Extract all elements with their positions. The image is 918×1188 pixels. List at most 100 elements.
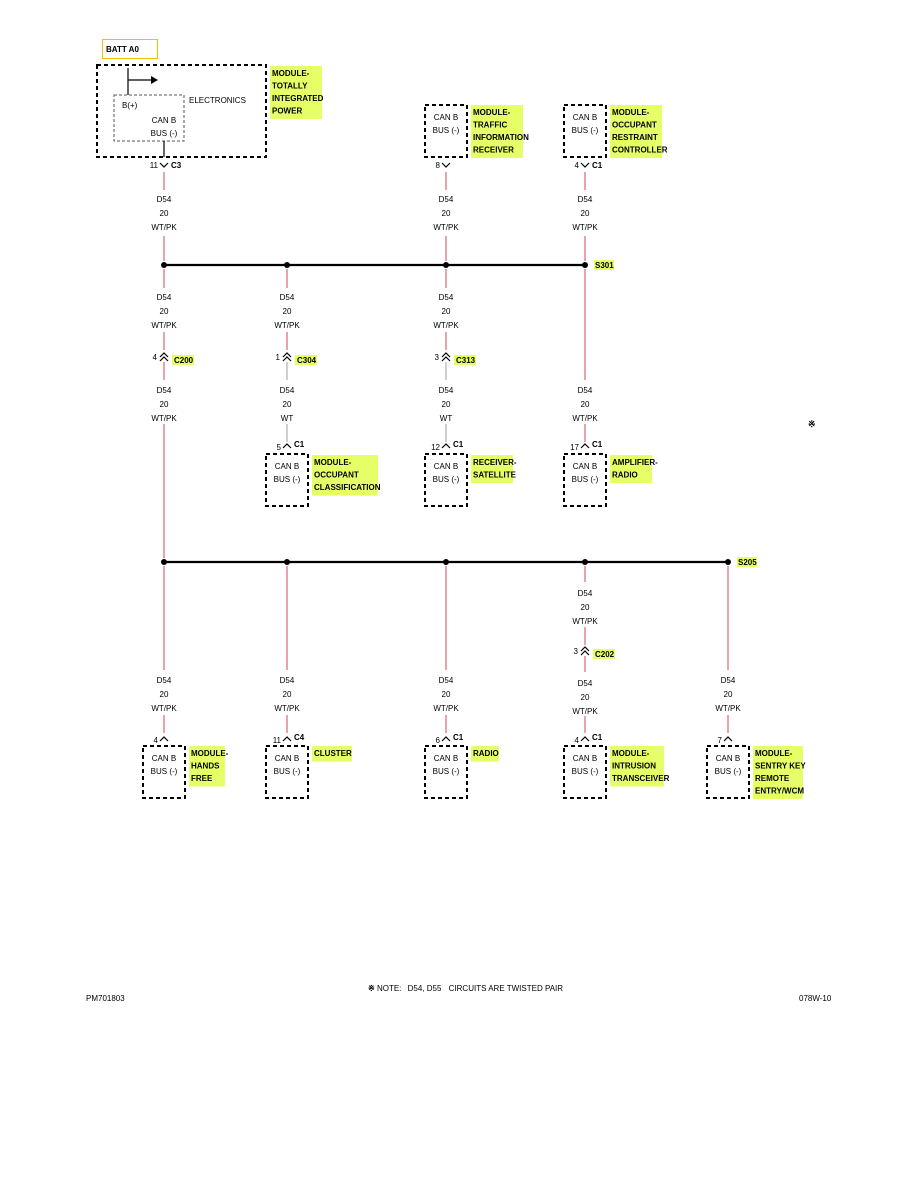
inline-c200-highlight <box>172 355 194 365</box>
top-module-0-name-highlight <box>471 105 523 158</box>
mid-module-2-pin-chevron <box>580 443 590 449</box>
bottom-module-3-name-line: TRANSCEIVER <box>612 774 670 783</box>
inline-c313-name: C313 <box>456 356 476 365</box>
twisted-pair-marker-icon: ※ <box>808 419 816 429</box>
mid-module-2-canb: CAN B <box>573 462 597 471</box>
col1-label-a-circuit: D54 <box>280 293 295 302</box>
tipm-module-box <box>96 64 267 158</box>
bottom-module-3-box <box>563 745 607 799</box>
inline-c200-pin: 4 <box>153 353 158 362</box>
mid-module-2-name-highlight <box>610 455 652 483</box>
lower-col0-label-color: WT/PK <box>151 704 177 713</box>
mid-module-2-pin-connector: C1 <box>592 440 603 449</box>
mid-module-0-pin-chevron <box>282 443 292 449</box>
mid-module-1-name-highlight <box>471 455 513 483</box>
tipm-electronics-label: ELECTRONICS <box>189 96 246 105</box>
bottom-module-4-pin-pin: 7 <box>718 736 723 745</box>
lower-col3-label-b-gauge: 20 <box>581 693 590 702</box>
bottom-module-0-name-line: FREE <box>191 774 213 783</box>
lower-col4-label-gauge: 20 <box>724 690 733 699</box>
mid-module-2-bus: BUS (-) <box>572 475 599 484</box>
col1-label-b-color: WT <box>281 414 294 423</box>
col2-label-a-color: WT/PK <box>433 321 459 330</box>
mid-module-0-name-line: CLASSIFICATION <box>314 483 381 492</box>
note-label: NOTE: <box>376 984 402 993</box>
top-module-0-name-line: INFORMATION <box>473 133 529 142</box>
inline-c202-chevron-lower <box>580 650 590 656</box>
inline-c304-pin: 1 <box>276 353 281 362</box>
mid-module-1-name-line: SATELLITE <box>473 471 517 480</box>
bottom-module-4-name-highlight <box>753 746 803 799</box>
splice-s301-label: S301 <box>595 261 614 270</box>
tipm-canb-label: CAN B <box>152 116 176 125</box>
lower-col2-label-gauge: 20 <box>442 690 451 699</box>
bottom-module-4-name-line: MODULE- <box>755 749 793 758</box>
mid-module-1-pin-pin: 12 <box>431 443 440 452</box>
bottom-module-0-box <box>142 745 186 799</box>
mid-module-0-name-line: MODULE- <box>314 458 352 467</box>
splice-dot-lower-2 <box>443 559 449 565</box>
note-circuits: D54, D55 <box>407 984 442 993</box>
bottom-module-3-name-line: INTRUSION <box>612 762 656 771</box>
lower-col3-label-b-color: WT/PK <box>572 707 598 716</box>
bottom-module-2-canb: CAN B <box>434 754 458 763</box>
tipm-name-highlight <box>270 66 322 119</box>
col0-label-a-gauge: 20 <box>160 307 169 316</box>
lower-col2-label-color: WT/PK <box>433 704 459 713</box>
tipm-name-line: TOTALLY <box>272 82 308 91</box>
top-module-1-box <box>563 104 607 158</box>
lower-col1-label-color: WT/PK <box>274 704 300 713</box>
col3-label-circuit: D54 <box>578 386 593 395</box>
bottom-module-0-canb: CAN B <box>152 754 176 763</box>
bottom-module-4-name-line: REMOTE <box>755 774 790 783</box>
bottom-module-2-box <box>424 745 468 799</box>
bottom-module-2-bus: BUS (-) <box>433 767 460 776</box>
tipm-pin-chevron <box>159 162 169 168</box>
col0-label-b-color: WT/PK <box>151 414 177 423</box>
tipm-bplus-label: B(+) <box>122 101 138 110</box>
bottom-module-2-name-highlight <box>471 746 499 762</box>
mid-module-1-name-line: RECEIVER- <box>473 458 517 467</box>
col0-label-a-circuit: D54 <box>157 293 172 302</box>
inline-c313-pin: 3 <box>435 353 440 362</box>
top-module-0-name-line: MODULE- <box>473 108 511 117</box>
col2-label-a-gauge: 20 <box>442 307 451 316</box>
splice-s301-highlight <box>594 260 614 270</box>
splice-dot-upper-3 <box>582 262 588 268</box>
col0-label-b-circuit: D54 <box>157 386 172 395</box>
lower-col3-label-a-color: WT/PK <box>572 617 598 626</box>
mid-module-0-pin-pin: 5 <box>277 443 282 452</box>
batt-label-text: BATT A0 <box>106 45 139 54</box>
tipm-pin-pin: 11 <box>150 161 159 170</box>
footer-document-id: PM701803 <box>86 994 125 1003</box>
lower-col4-label-color: WT/PK <box>715 704 741 713</box>
tipm-name-line: MODULE- <box>272 69 310 78</box>
bottom-module-2-pin-pin: 6 <box>436 736 441 745</box>
lower-col2-label-circuit: D54 <box>439 676 454 685</box>
inline-c200-chevron-lower <box>159 356 169 362</box>
top-module-0-pin-pin: 8 <box>436 161 441 170</box>
bottom-module-4-canb: CAN B <box>716 754 740 763</box>
upper-feed-label-0-circuit: D54 <box>157 195 172 204</box>
bottom-module-4-pin-chevron <box>723 736 733 742</box>
lower-col3-label-a-circuit: D54 <box>578 589 593 598</box>
lower-col4-label-circuit: D54 <box>721 676 736 685</box>
top-module-0-box <box>424 104 468 158</box>
col1-label-a-gauge: 20 <box>283 307 292 316</box>
upper-feed-label-1-circuit: D54 <box>439 195 454 204</box>
mid-module-1-pin-connector: C1 <box>453 440 464 449</box>
bottom-module-1-name-line: CLUSTER <box>314 749 352 758</box>
mid-module-0-name-line: OCCUPANT <box>314 471 359 480</box>
bottom-module-1-canb: CAN B <box>275 754 299 763</box>
inline-c200-chevron-upper <box>159 352 169 358</box>
upper-feed-label-2-circuit: D54 <box>578 195 593 204</box>
lower-col3-label-a-gauge: 20 <box>581 603 590 612</box>
mid-module-0-bus: BUS (-) <box>274 475 301 484</box>
splice-dot-upper-0 <box>161 262 167 268</box>
col2-label-a-circuit: D54 <box>439 293 454 302</box>
tipm-pin-connector: C3 <box>171 161 182 170</box>
col1-label-a-color: WT/PK <box>274 321 300 330</box>
bottom-module-1-bus: BUS (-) <box>274 767 301 776</box>
lower-col0-label-gauge: 20 <box>160 690 169 699</box>
top-module-1-pin-pin: 4 <box>575 161 580 170</box>
